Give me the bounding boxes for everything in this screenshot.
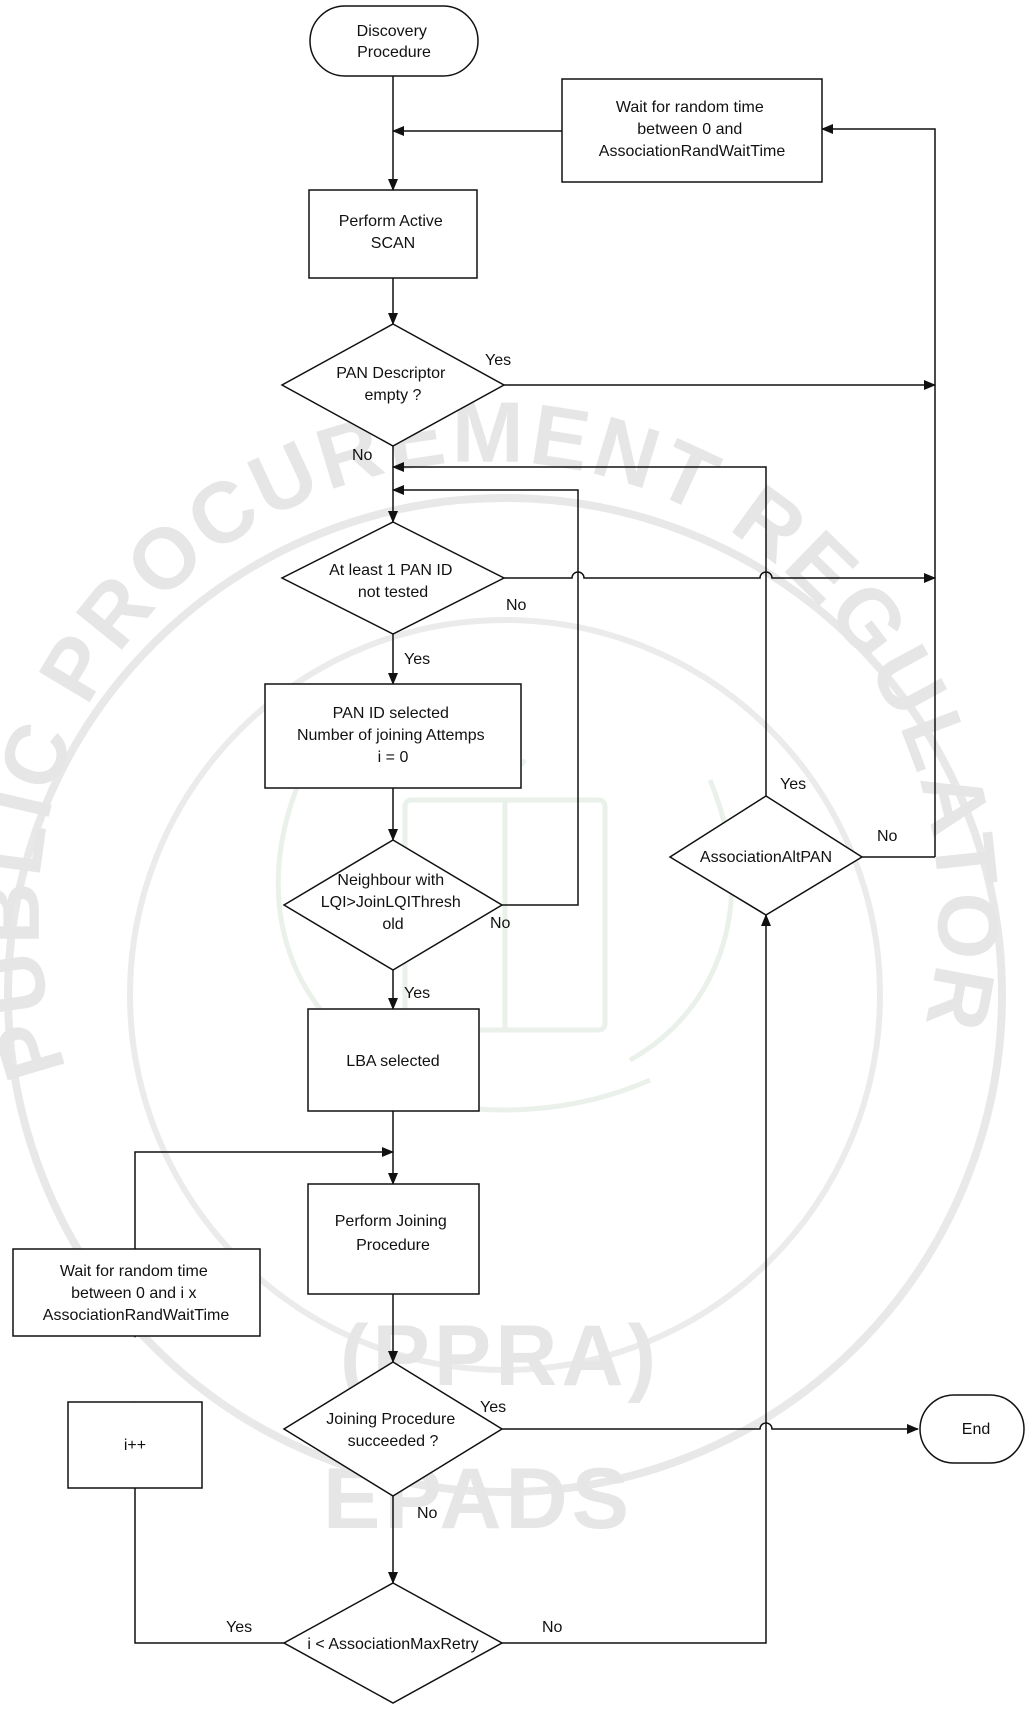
node-association-alt-pan: AssociationAltPAN — [668, 795, 864, 916]
node-joining-succeeded: Joining Procedure succeeded ? — [282, 1361, 504, 1497]
node-end: End — [919, 1394, 1025, 1464]
label-neighbour-yes: Yes — [404, 985, 430, 1002]
edge-labels: Yes No No Yes No Yes Yes No Yes No Yes N… — [226, 352, 898, 1636]
seal-outer-ring — [4, 494, 1006, 1496]
label-alt-pan-yes: Yes — [780, 776, 806, 793]
flowchart-edges — [130, 76, 936, 1644]
edge-retry-no — [502, 914, 771, 1644]
label-joining-yes: Yes — [480, 1399, 506, 1416]
label-pan-empty-no: No — [352, 447, 373, 464]
edge-wait-left-to-main — [134, 1147, 394, 1249]
node-wait-random-left: Wait for random time between 0 and i x A… — [12, 1248, 261, 1337]
svg-text:Joining Procedure succ: Joining Procedure succeeded ? — [326, 1411, 459, 1450]
seal-inner-ring — [127, 617, 883, 1373]
svg-text:Neighbour with LQI>Joi: Neighbour with LQI>JoinLQIThresh old — [321, 872, 466, 933]
edge-neighbour-no-loop — [392, 485, 579, 906]
svg-text:LBA selected: LBA selected — [346, 1053, 439, 1070]
svg-text:i++: i++ — [124, 1437, 146, 1454]
node-pan-id-selected: PAN ID selected Number of joining Attemp… — [264, 683, 522, 789]
label-alt-pan-no: No — [877, 828, 898, 845]
node-max-retry-check: i < AssociationMaxRetry — [282, 1582, 504, 1704]
svg-text:Wait for random time b: Wait for random time between 0 and i x A… — [43, 1263, 230, 1324]
svg-text:Discovery Procedure: Discovery Procedure — [357, 23, 432, 61]
svg-text:PAN Descriptor empty ?: PAN Descriptor empty ? — [336, 365, 450, 404]
edge-right-bus-to-wait — [821, 124, 936, 857]
node-at-least-one-pan-id: At least 1 PAN ID not tested — [280, 521, 506, 635]
svg-text:PAN ID selected Number: PAN ID selected Number of joining Attemp… — [297, 705, 489, 766]
node-lba-selected: LBA selected — [307, 1008, 480, 1112]
label-joining-no: No — [417, 1505, 438, 1522]
svg-text:Perform Joining Proced: Perform Joining Procedure — [335, 1213, 452, 1254]
svg-text:End: End — [962, 1421, 990, 1438]
label-retry-yes: Yes — [226, 1619, 252, 1636]
label-pan-untested-yes: Yes — [404, 651, 430, 668]
node-discovery-procedure: Discovery Procedure — [309, 5, 479, 77]
svg-text:Wait for random time b: Wait for random time between 0 and Assoc… — [599, 99, 786, 160]
label-neighbour-no: No — [490, 915, 511, 932]
node-neighbour-lqi: Neighbour with LQI>JoinLQIThresh old — [282, 839, 504, 971]
node-perform-active-scan: Perform Active SCAN — [308, 189, 478, 279]
edge-alt-pan-yes-loop — [392, 462, 767, 796]
svg-text:Perform Active SCAN: Perform Active SCAN — [339, 213, 447, 252]
node-pan-descriptor-empty: PAN Descriptor empty ? — [280, 323, 506, 447]
node-i-increment: i++ — [67, 1401, 203, 1489]
label-pan-untested-no: No — [506, 597, 527, 614]
label-pan-empty-yes: Yes — [485, 352, 511, 369]
edge-joining-yes-end — [502, 1422, 919, 1434]
label-retry-no: No — [542, 1619, 563, 1636]
svg-text:At least 1 PAN ID not: At least 1 PAN ID not tested — [329, 562, 457, 601]
flowchart-nodes: Discovery Procedure Wait for random time… — [12, 5, 1025, 1704]
edge-pan-untested-no — [504, 571, 936, 583]
node-perform-joining: Perform Joining Procedure — [307, 1183, 480, 1295]
node-wait-random-top: Wait for random time between 0 and Assoc… — [561, 78, 823, 183]
svg-text:i < AssociationMaxRetry: i < AssociationMaxRetry — [307, 1636, 478, 1653]
svg-text:AssociationAltPAN: AssociationAltPAN — [700, 849, 832, 866]
